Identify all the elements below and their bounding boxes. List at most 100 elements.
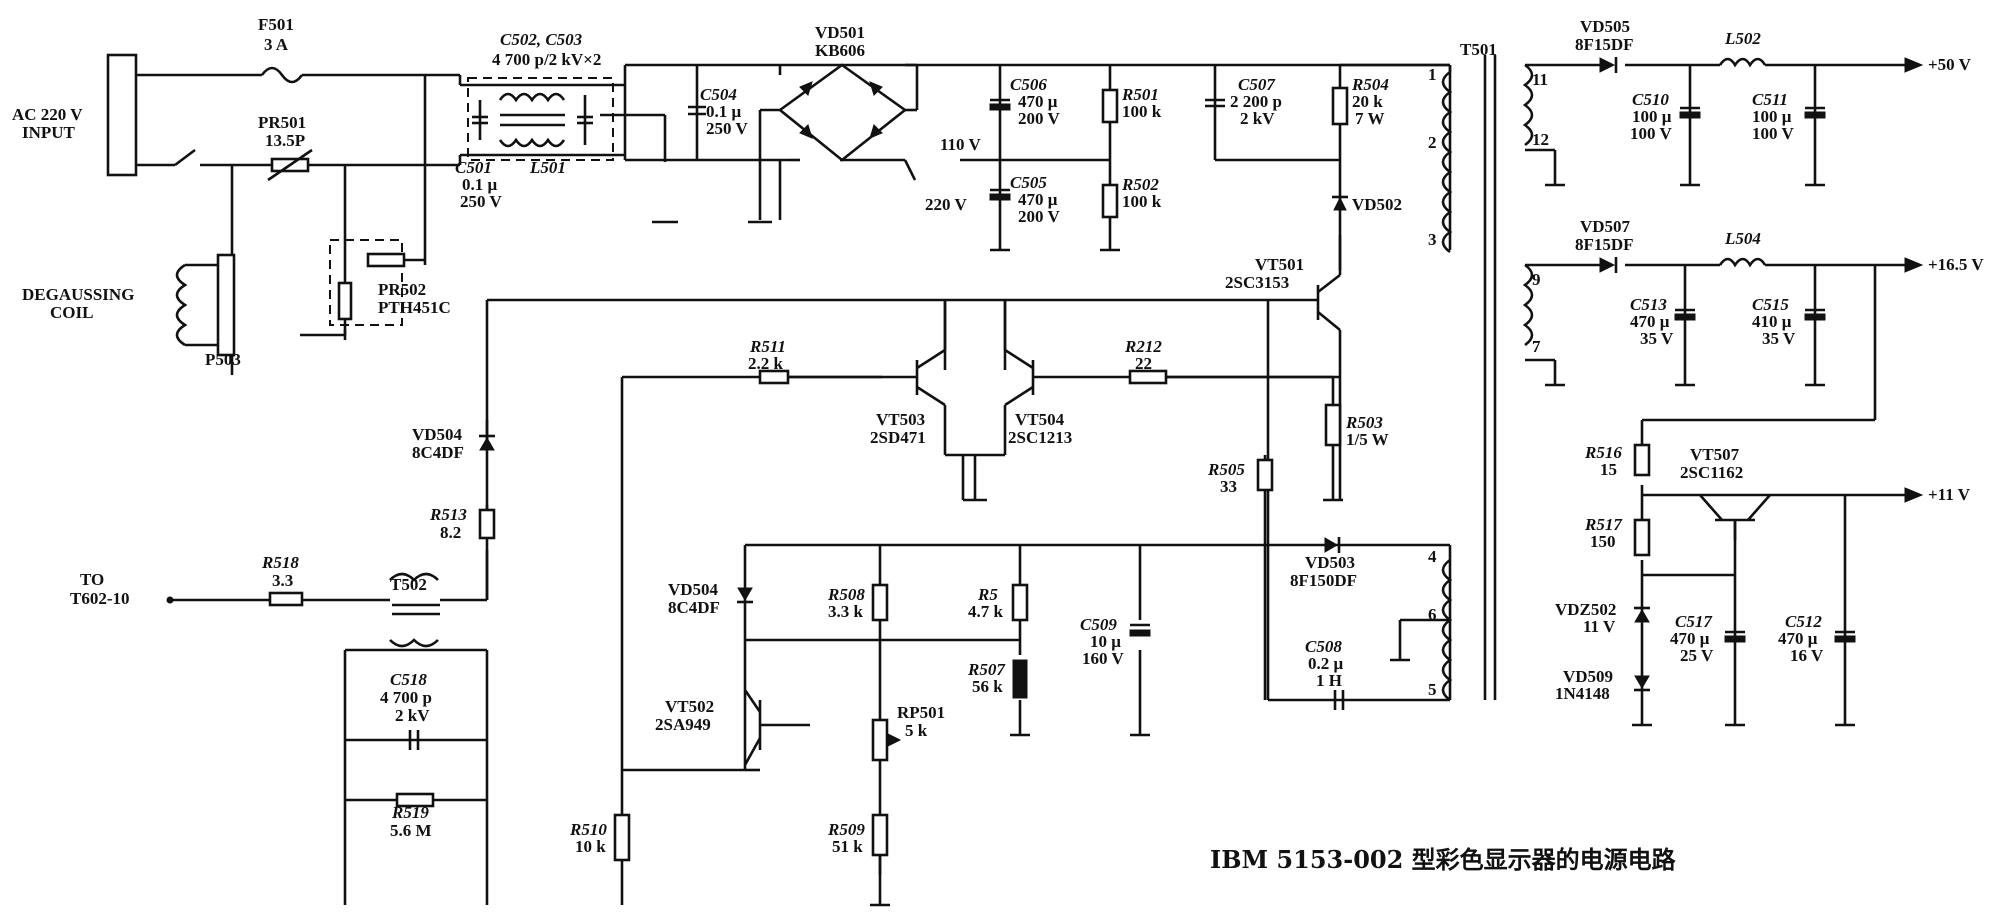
resistor-r513 [478,508,496,540]
vd507-ref: VD507 [1580,217,1631,236]
pin-11: 11 [1532,70,1548,89]
c510-ref: C510 [1632,90,1669,109]
c508-v1: 0.2 μ [1308,654,1344,673]
resistor-r212 [1128,369,1168,385]
c513-v1: 470 μ [1630,312,1670,331]
r516-value: 15 [1600,460,1617,479]
transformer-t502-primary [389,572,439,582]
r518-ref: R518 [261,553,299,572]
c502-value: 4 700 p/2 kV×2 [492,50,601,69]
c509-v1: 10 μ [1090,632,1121,651]
resistor-r508 [871,583,889,622]
transformer-t502-secondary [389,638,439,648]
r511-value: 2.2 k [748,354,784,373]
vt503-value: 2SD471 [870,428,926,447]
t501-primary-winding [1441,70,1453,254]
fuse-f501 [260,66,304,84]
pin-7: 7 [1532,337,1541,356]
resistor-r509 [871,813,889,857]
c517-v1: 470 μ [1670,629,1710,648]
c501-v2: 250 V [460,192,502,211]
r212-ref: R212 [1124,337,1162,356]
vt507-value: 2SC1162 [1680,463,1743,482]
output-50v: +50 V [1928,55,1972,74]
pin-4: 4 [1428,547,1437,566]
c515-v2: 35 V [1762,329,1796,348]
vd507-value: 8F15DF [1575,235,1634,254]
c505-v1: 470 μ [1018,190,1058,209]
output-11v: +11 V [1928,485,1971,504]
tap-110v: 110 V [940,135,982,154]
t501-sec-50v-winding [1522,63,1534,147]
resistor-r501 [1101,88,1119,124]
c518-ref: C518 [390,670,427,689]
c511-ref: C511 [1752,90,1788,109]
c502-ref: C502, C503 [500,30,583,49]
pr502-ref: PR502 [378,280,426,299]
wires [106,53,1905,905]
c509-v2: 160 V [1082,649,1124,668]
pin-6: 6 [1428,605,1437,624]
c505-ref: C505 [1010,173,1047,192]
degauss-thermistor-case [329,239,403,326]
labels: AC 220 V INPUT DEGAUSSING COIL P503 TO T… [12,15,1984,874]
f501-ref: F501 [258,15,294,34]
degaussing-label: DEGAUSSING [22,285,134,304]
resistor-r507 [1012,659,1028,699]
vdz502-ref: VDZ502 [1555,600,1616,619]
line-filter-shield [467,77,614,161]
r505-ref: R505 [1207,460,1245,479]
c515-ref: C515 [1752,295,1789,314]
r513-value: 8.2 [440,523,461,542]
bridge-vd501 [777,63,908,162]
inductor-l502 [1718,57,1767,68]
choke-l501-top [498,92,566,103]
r507-ref: R507 [967,660,1006,679]
output-16-5v: +16.5 V [1928,255,1984,274]
r502-ref: R502 [1121,175,1159,194]
ac-input-terminal [106,53,138,177]
c508-v2: 1 H [1316,671,1342,690]
resistor-r503 [1324,403,1342,447]
c505-v2: 200 V [1018,207,1060,226]
t501-feedback-winding [1441,558,1453,702]
resistor-r511 [758,369,790,385]
vd509-value: 1N4148 [1555,684,1610,703]
r510-value: 10 k [575,837,606,856]
r5-ref: R5 [977,585,998,604]
r212-value: 22 [1135,354,1152,373]
pin-5: 5 [1428,680,1437,699]
c513-v2: 35 V [1640,329,1674,348]
thermistor-pr502b [337,281,353,321]
r508-ref: R508 [827,585,865,604]
vd505-ref: VD505 [1580,17,1630,36]
resistor-r510 [613,813,631,862]
r511-ref: R511 [749,337,786,356]
c507-v1: 2 200 p [1230,92,1282,111]
r517-value: 150 [1590,532,1616,551]
r510-ref: R510 [569,820,607,839]
t502-ref: T502 [390,575,427,594]
degaussing-coil-symbol [175,263,188,347]
t501-sec-165v-winding [1522,263,1534,347]
c510-v2: 100 V [1630,124,1672,143]
r503-ref: R503 [1345,413,1383,432]
r502-value: 100 k [1122,192,1162,211]
r504-v1: 20 k [1352,92,1383,111]
c518-v2: 2 kV [395,706,430,725]
c512-v2: 16 V [1790,646,1824,665]
vd503-ref: VD503 [1305,553,1355,572]
thermistor-pr502a [366,252,406,268]
l502-ref: L502 [1724,29,1761,48]
ac-input-label: AC 220 V [12,105,83,124]
vd502-ref: VD502 [1352,195,1402,214]
resistor-r516 [1633,443,1651,477]
pin-12: 12 [1532,130,1549,149]
r508-value: 3.3 k [828,602,864,621]
p503-label: P503 [205,350,241,369]
f501-value: 3 A [264,35,289,54]
r504-ref: R504 [1351,75,1389,94]
vdz502-value: 11 V [1583,617,1616,636]
l501-ref: L501 [529,158,566,177]
